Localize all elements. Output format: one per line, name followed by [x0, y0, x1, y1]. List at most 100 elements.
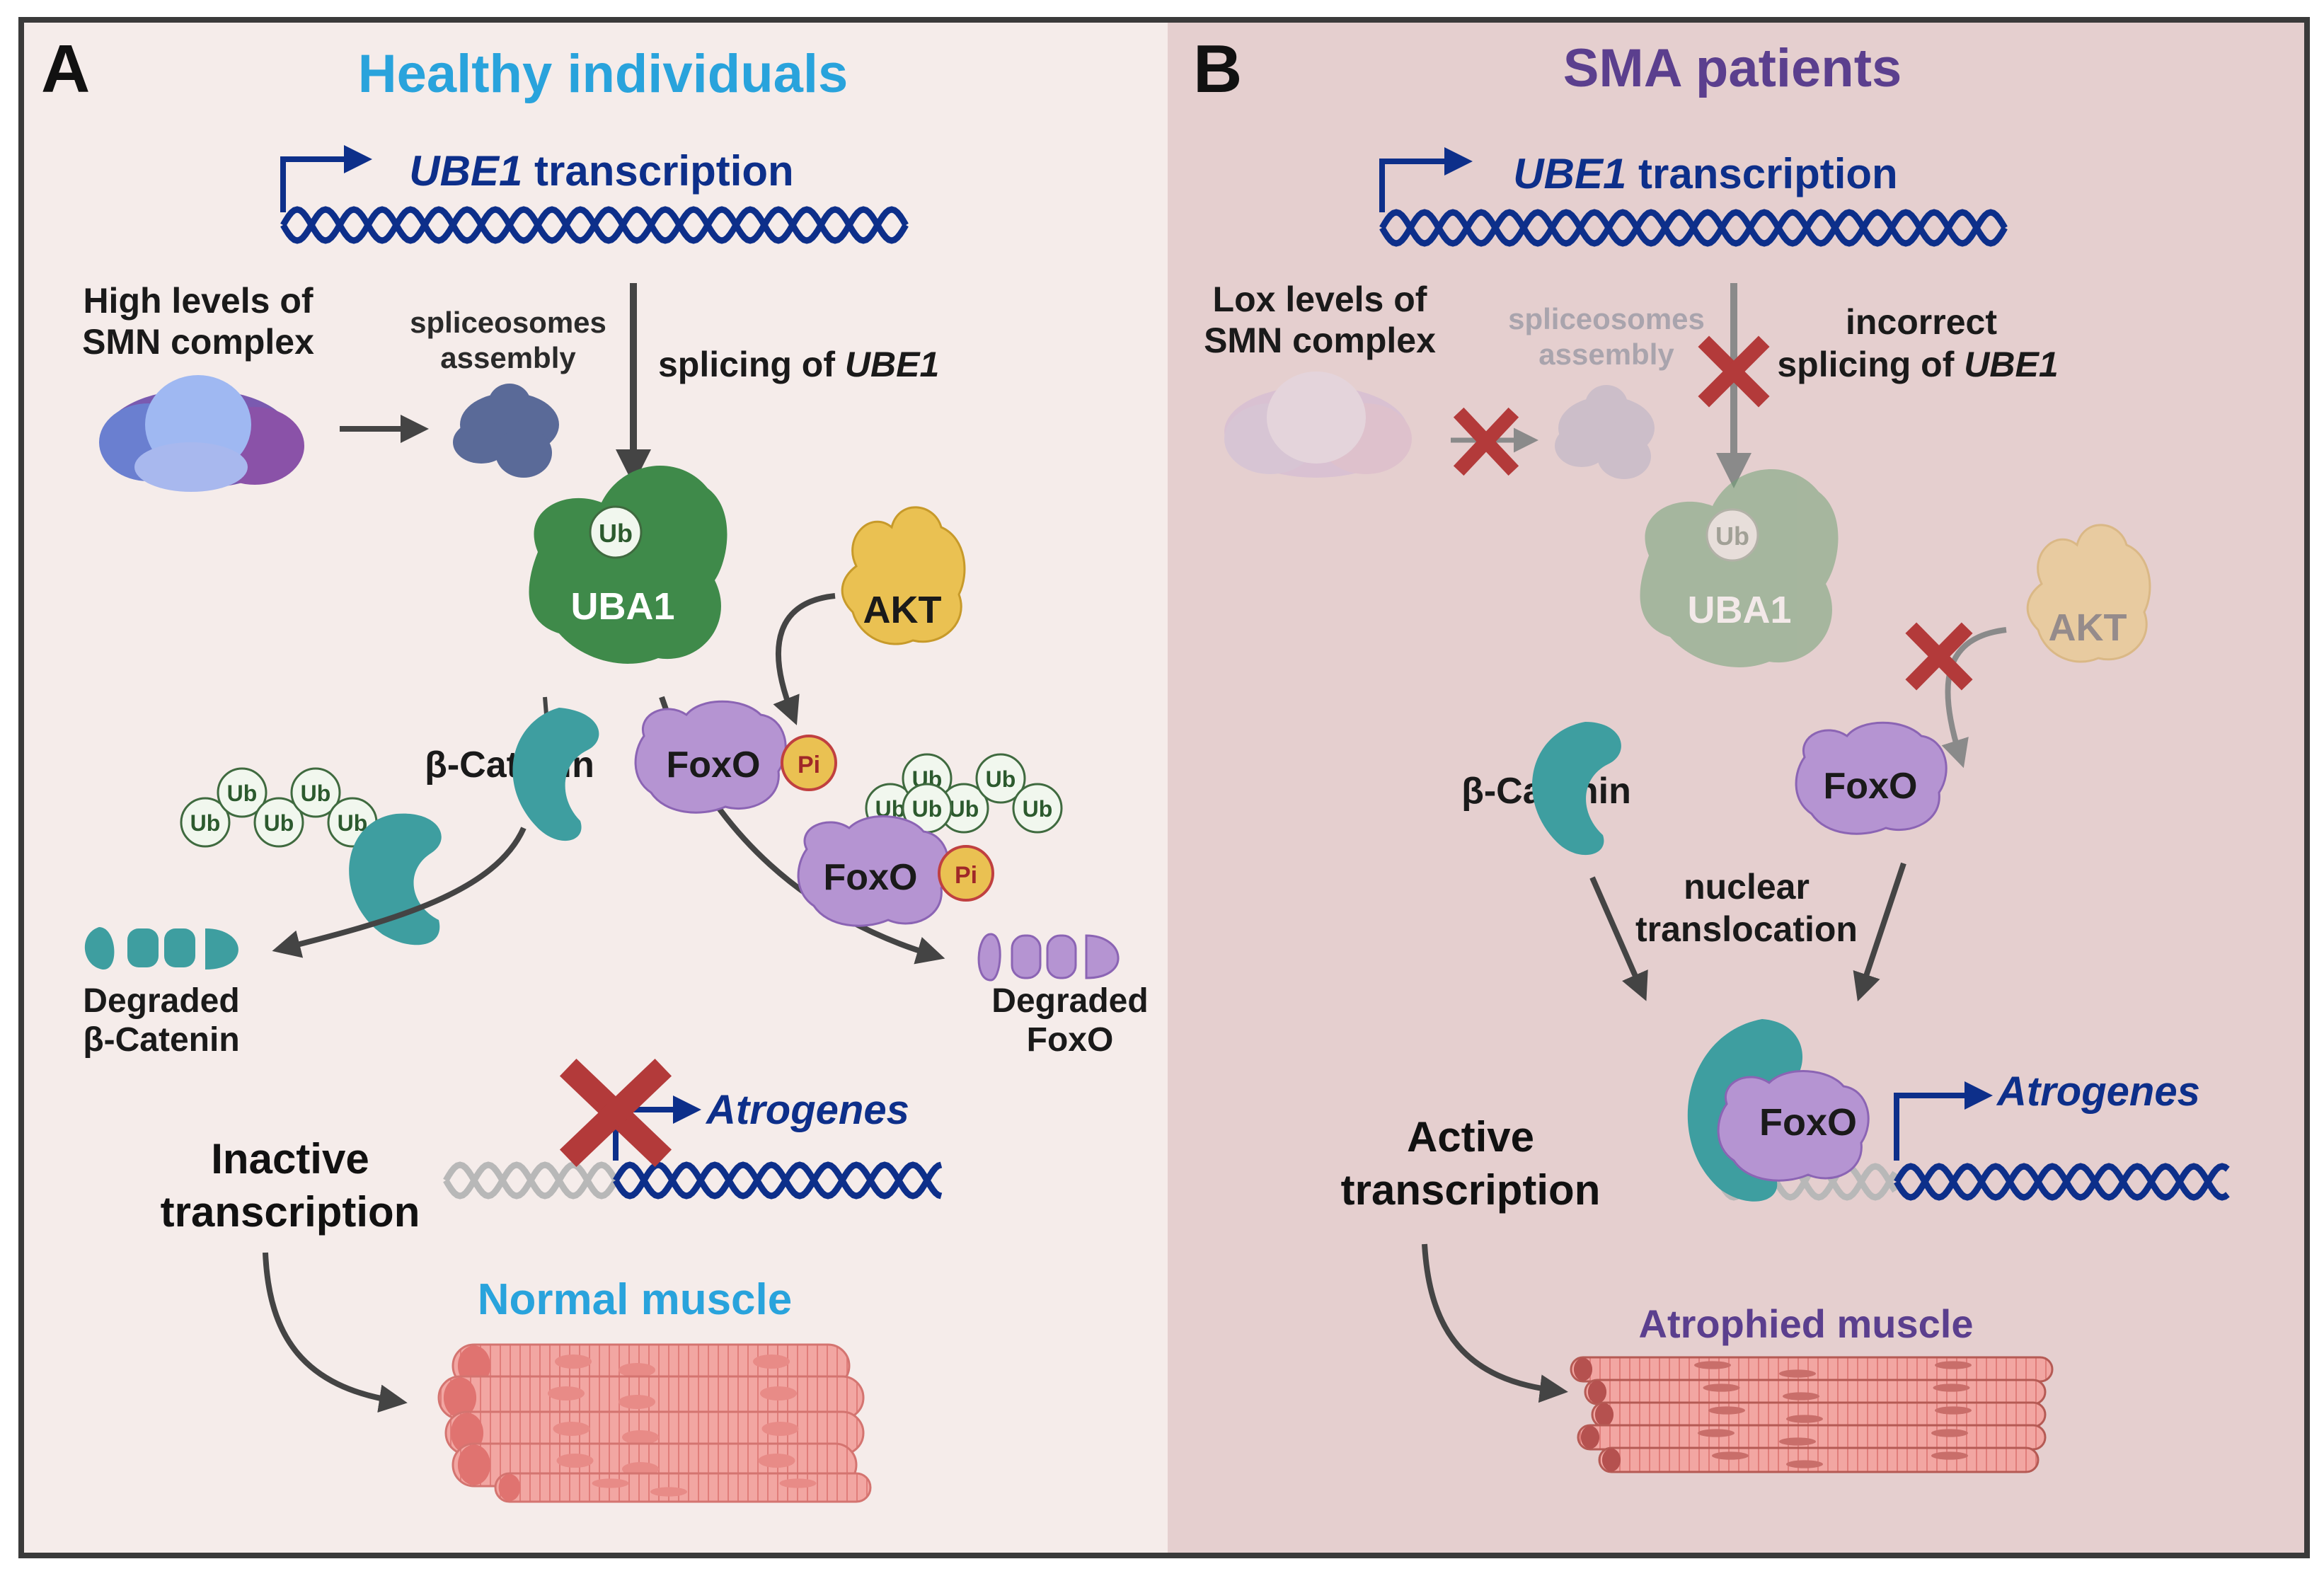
- beta-catenin-b: [1532, 722, 1621, 856]
- phosphate-a-lower: [938, 845, 994, 902]
- catenin-foxo-complex-b: FoxO: [1687, 1019, 1870, 1202]
- foxo-label-a-top: FoxO: [667, 744, 761, 786]
- dna-helix-atrogenes-grey-a: [443, 1161, 619, 1200]
- smn-complex-b: [1224, 372, 1412, 478]
- nuclear-label-line2: translocation: [1635, 909, 1858, 949]
- transcription-start-arrow-b: [1379, 147, 1473, 212]
- ub-token-label: Ub: [949, 796, 979, 822]
- phosphate-label-a-lower: Pi: [955, 862, 977, 889]
- akt-label-a: AKT: [863, 589, 942, 631]
- beta-catenin-ubiquitinated-a: [349, 813, 442, 945]
- degraded-foxo-label-line2: FoxO: [1027, 1021, 1114, 1059]
- foxo-phosphorylated-a: FoxO Pi: [634, 700, 837, 814]
- spliceosome-b: [1555, 385, 1655, 479]
- normal-muscle-bundle: [437, 1343, 872, 1503]
- block-x-icon-akt-b: [1905, 622, 1973, 691]
- block-x-icon-smn-b: [1453, 407, 1519, 476]
- transcription-state-b-line2: transcription: [1341, 1166, 1601, 1214]
- atrophied-muscle-bundle: [1570, 1356, 2054, 1473]
- incorrect-label-b-line2: splicing of UBE1: [1777, 345, 2058, 384]
- spliceosome-label-b-line1: spliceosomes: [1508, 302, 1705, 335]
- panel-b-letter: B: [1193, 31, 1242, 107]
- ub-token-uba1-b: [1705, 508, 1759, 562]
- spliceosome-label-a-line1: spliceosomes: [410, 306, 606, 339]
- catenin-translocation-arrow-b: [1589, 876, 1648, 1001]
- degraded-foxo-label-line1: Degraded: [991, 982, 1148, 1020]
- ub-token-label: Ub: [986, 766, 1016, 792]
- panel-b-background: [1168, 20, 2307, 1555]
- uba1-label-a: UBA1: [570, 585, 674, 628]
- smn-label-a-line1: High levels of: [83, 281, 313, 321]
- catenin-degradation-arrow-a: [272, 827, 527, 958]
- degraded-catenin-fragments-a: [84, 927, 238, 970]
- ub-token: [290, 767, 341, 818]
- ub-token: [180, 797, 231, 848]
- muscle-label-b: Atrophied muscle: [1639, 1301, 1974, 1346]
- transcription-to-muscle-arrow-b: [1422, 1243, 1568, 1403]
- transcription-to-muscle-arrow-a: [263, 1252, 408, 1413]
- foxo-translocation-arrow-b: [1853, 862, 1906, 1002]
- ub-label-uba1-a: Ub: [599, 519, 633, 548]
- beta-catenin-a: [512, 708, 599, 841]
- phosphate-a-top: [781, 735, 837, 791]
- panel-b: B SMA patients UBE1 transcription Lox le…: [1193, 31, 2230, 1473]
- panel-a: A Healthy individuals UBE1 transcription…: [41, 31, 1149, 1503]
- transcription-state-b-line1: Active: [1407, 1113, 1534, 1161]
- gene-label-b: UBE1 transcription: [1513, 150, 1897, 197]
- akt-phosphorylation-arrow-a: [773, 593, 836, 725]
- transcription-state-a-line1: Inactive: [211, 1135, 369, 1183]
- smn-label-b-line1: Lox levels of: [1213, 280, 1427, 319]
- foxo-b: FoxO: [1795, 721, 1948, 835]
- spliceosome-label-a-line2: assembly: [440, 341, 576, 374]
- smn-label-b-line2: SMN complex: [1204, 321, 1436, 360]
- atrogenes-label-a: Atrogenes: [705, 1087, 909, 1133]
- foxo-label-b: FoxO: [1824, 766, 1918, 807]
- ub-token: [217, 767, 268, 818]
- atrogenes-label-b: Atrogenes: [1996, 1069, 2200, 1115]
- ub-token-label: Ub: [190, 810, 221, 836]
- smn-label-a-line2: SMN complex: [82, 322, 314, 362]
- ub-token-label: Ub: [301, 781, 331, 806]
- dna-helix-atrogenes-b: [1894, 1163, 2230, 1201]
- akt-b: AKT: [2026, 524, 2151, 663]
- degraded-foxo-fragments-a: [977, 933, 1120, 982]
- ub-token-label: Ub: [912, 796, 943, 822]
- ub-token: [1012, 783, 1063, 834]
- dna-helix-b: [1379, 209, 2008, 247]
- panel-a-letter: A: [41, 31, 90, 107]
- panel-b-title: SMA patients: [1563, 38, 1902, 98]
- dna-helix-atrogenes-a: [613, 1161, 943, 1200]
- uba1-b: Ub UBA1: [1640, 468, 1839, 667]
- spliceosome-label-b-line2: assembly: [1538, 338, 1674, 371]
- panel-a-title: Healthy individuals: [358, 44, 849, 104]
- degraded-catenin-label-line2: β-Catenin: [83, 1021, 239, 1059]
- ub-label-uba1-b: Ub: [1715, 522, 1749, 551]
- uba1-a: Ub UBA1: [529, 465, 727, 664]
- foxo-label-a-lower: FoxO: [824, 857, 918, 898]
- block-x-icon-a: [559, 1058, 672, 1168]
- ub-token: [253, 797, 304, 848]
- dna-helix-a: [280, 206, 909, 244]
- ub-token: [975, 753, 1026, 804]
- uba1-label-b: UBA1: [1687, 589, 1791, 631]
- splicing-label-a: splicing of UBE1: [658, 345, 939, 384]
- nuclear-label-line1: nuclear: [1684, 867, 1810, 907]
- uba1-to-catenin-tick-a: [543, 696, 548, 715]
- ub-token-uba1-a: [589, 505, 643, 559]
- figure-border: [18, 17, 2310, 1558]
- degraded-catenin-label-line1: Degraded: [83, 982, 239, 1020]
- muscle-label-a: Normal muscle: [478, 1275, 793, 1324]
- spliceosome-a: [453, 384, 559, 478]
- akt-a: AKT: [841, 506, 966, 645]
- transcription-state-a-line2: transcription: [161, 1188, 420, 1236]
- gene-label-a: UBE1 transcription: [409, 147, 793, 195]
- phosphate-label-a-top: Pi: [798, 752, 820, 778]
- atrogenes-start-arrow-b: [1894, 1081, 1993, 1161]
- foxo-ubiquitinated-a: FoxO Pi: [797, 815, 994, 927]
- ub-token-label: Ub: [264, 810, 294, 836]
- block-x-icon-splicing-b: [1698, 335, 1770, 408]
- transcription-start-arrow: [280, 145, 372, 212]
- ub-token-label: Ub: [227, 781, 258, 806]
